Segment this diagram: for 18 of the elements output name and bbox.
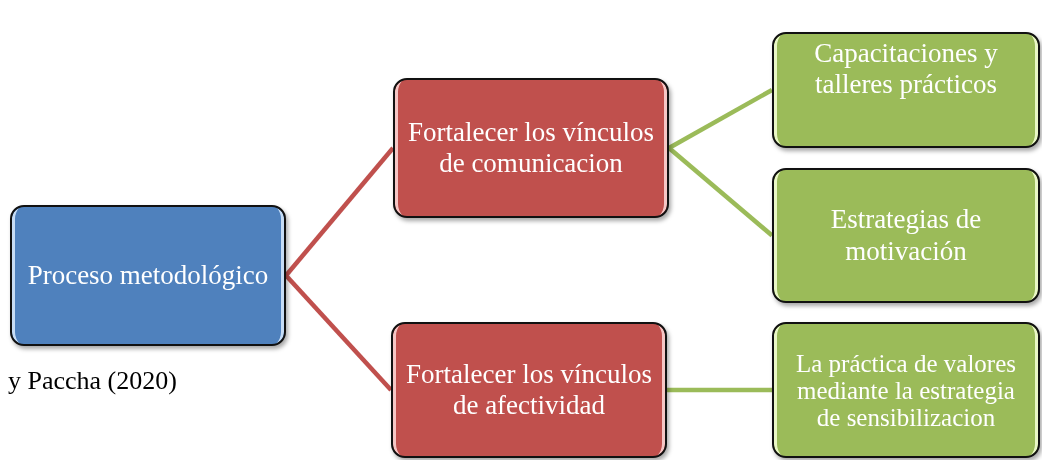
node-text: Fortalecer los vínculos de afectividad [405,358,653,422]
process-box [393,78,669,218]
node-text: Estrategias de motivación [829,204,983,267]
connector-line [667,387,772,393]
node-text: Capacitaciones y talleres prácticos [813,38,999,101]
process-box [10,205,286,346]
connector-line [667,146,774,238]
process-box [391,322,667,458]
connector-line [284,273,393,392]
process-box [772,168,1040,303]
citation-text: y Paccha (2020) [8,366,177,396]
node-text: Fortalecer los vínculos de comunicacion [407,116,655,180]
node-text: Proceso metodológico [27,258,269,292]
connector-line [667,88,774,150]
connector-line [284,146,395,277]
process-box [772,32,1040,148]
node-text: La práctica de valores mediante la estrategia de sensibilizacion [795,349,1017,431]
process-box [772,322,1040,458]
